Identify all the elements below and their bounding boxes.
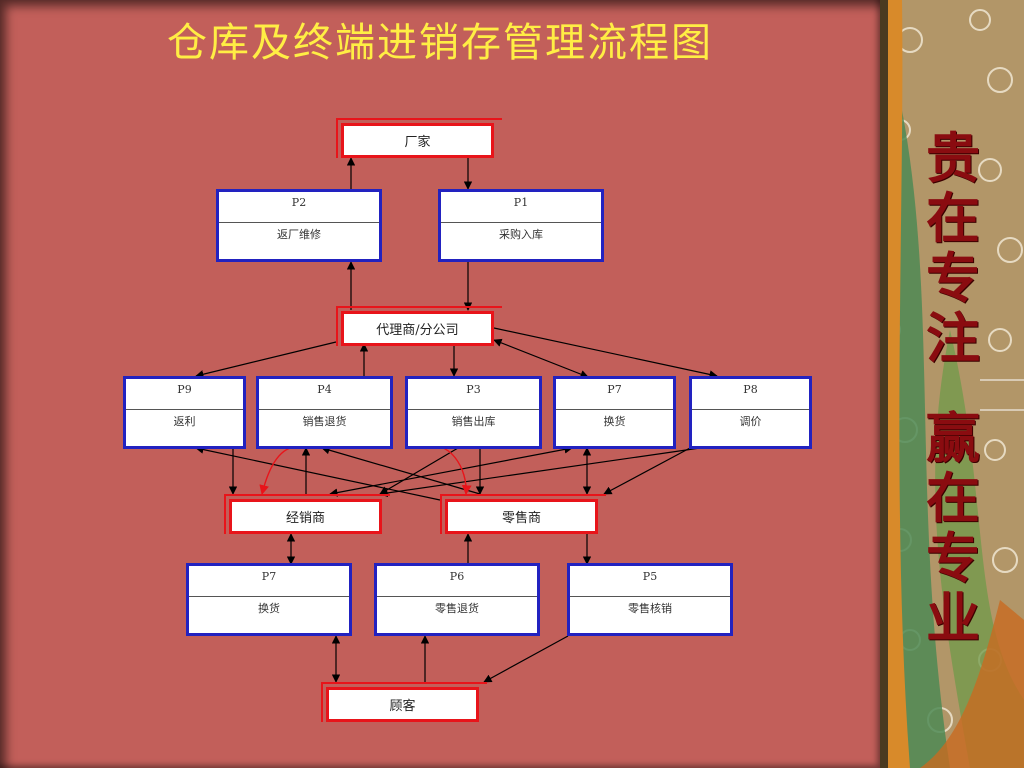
process-name: 采购入库 [499, 228, 543, 241]
arrow-agent-p7 [493, 338, 589, 379]
process-p8: P8 调价 [689, 376, 812, 449]
floral-pattern [880, 0, 1024, 768]
decorative-side-panel [880, 0, 1024, 768]
arrow-p5-to-customer [483, 635, 569, 683]
slogan-char: 在 [926, 466, 980, 530]
page-title: 仓库及终端进销存管理流程图 [167, 20, 713, 66]
process-id: P7 [189, 566, 349, 597]
arrow-p3-to-distributor [379, 447, 459, 495]
slogan-char: 专 [926, 526, 980, 590]
process-p9: P9 返利 [123, 376, 246, 449]
process-p7-upper: P7 换货 [553, 376, 676, 449]
arrow-p8-to-distributor [379, 447, 701, 498]
process-id: P6 [377, 566, 537, 597]
process-p6: P6 零售退货 [374, 563, 540, 636]
manufacturer-shadow [336, 118, 502, 158]
slogan-char: 贵 [926, 126, 980, 190]
process-name: 换货 [603, 415, 626, 428]
process-name: 换货 [258, 602, 280, 615]
process-p7-lower: P7 换货 [186, 563, 352, 636]
process-id: P4 [259, 379, 390, 410]
flow-arrows [195, 157, 718, 683]
process-id: P3 [408, 379, 539, 410]
process-p1: P1 采购入库 [438, 189, 604, 262]
arrow-p7-distributor [329, 445, 573, 497]
entity-distributor: 经销商 [229, 499, 382, 534]
process-id: P9 [126, 379, 243, 410]
customer-shadow [321, 682, 487, 722]
process-name: 零售核销 [628, 602, 672, 615]
process-name: 销售出库 [451, 415, 496, 428]
slogan-char: 注 [926, 306, 980, 370]
process-name: 返利 [173, 415, 196, 428]
process-id: P7 [556, 379, 673, 410]
slogan-char: 专 [926, 246, 980, 310]
slogan-char: 在 [926, 186, 980, 250]
process-id: P8 [692, 379, 809, 410]
arrow-agent-to-p8 [493, 327, 718, 379]
slogan: 贵 在 专 注 赢 在 专 业 [918, 128, 988, 648]
slogan-spacer [918, 368, 988, 408]
arrow-p8-to-retailer [603, 447, 691, 495]
process-name: 零售退货 [435, 602, 479, 615]
arrow-p4-retailer [321, 446, 481, 495]
agent-shadow [336, 306, 502, 346]
process-name: 销售退货 [302, 415, 347, 428]
slogan-char: 赢 [926, 406, 980, 470]
process-id: P2 [219, 192, 379, 223]
process-p4: P4 销售退货 [256, 376, 393, 449]
distributor-shadow [224, 494, 390, 534]
slogan-char: 业 [926, 586, 980, 650]
entity-customer: 顾客 [326, 687, 479, 722]
entity-manufacturer: 厂家 [341, 123, 494, 158]
retailer-shadow [440, 494, 606, 534]
entity-retailer: 零售商 [445, 499, 598, 534]
process-id: P1 [441, 192, 601, 223]
arrow-agent-to-p9 [195, 341, 337, 379]
process-name: 调价 [739, 415, 762, 428]
process-p5: P5 零售核销 [567, 563, 733, 636]
process-name: 返厂维修 [277, 228, 321, 241]
process-id: P5 [570, 566, 730, 597]
process-p2: P2 返厂维修 [216, 189, 382, 262]
process-p3: P3 销售出库 [405, 376, 542, 449]
entity-agent: 代理商/分公司 [341, 311, 494, 346]
